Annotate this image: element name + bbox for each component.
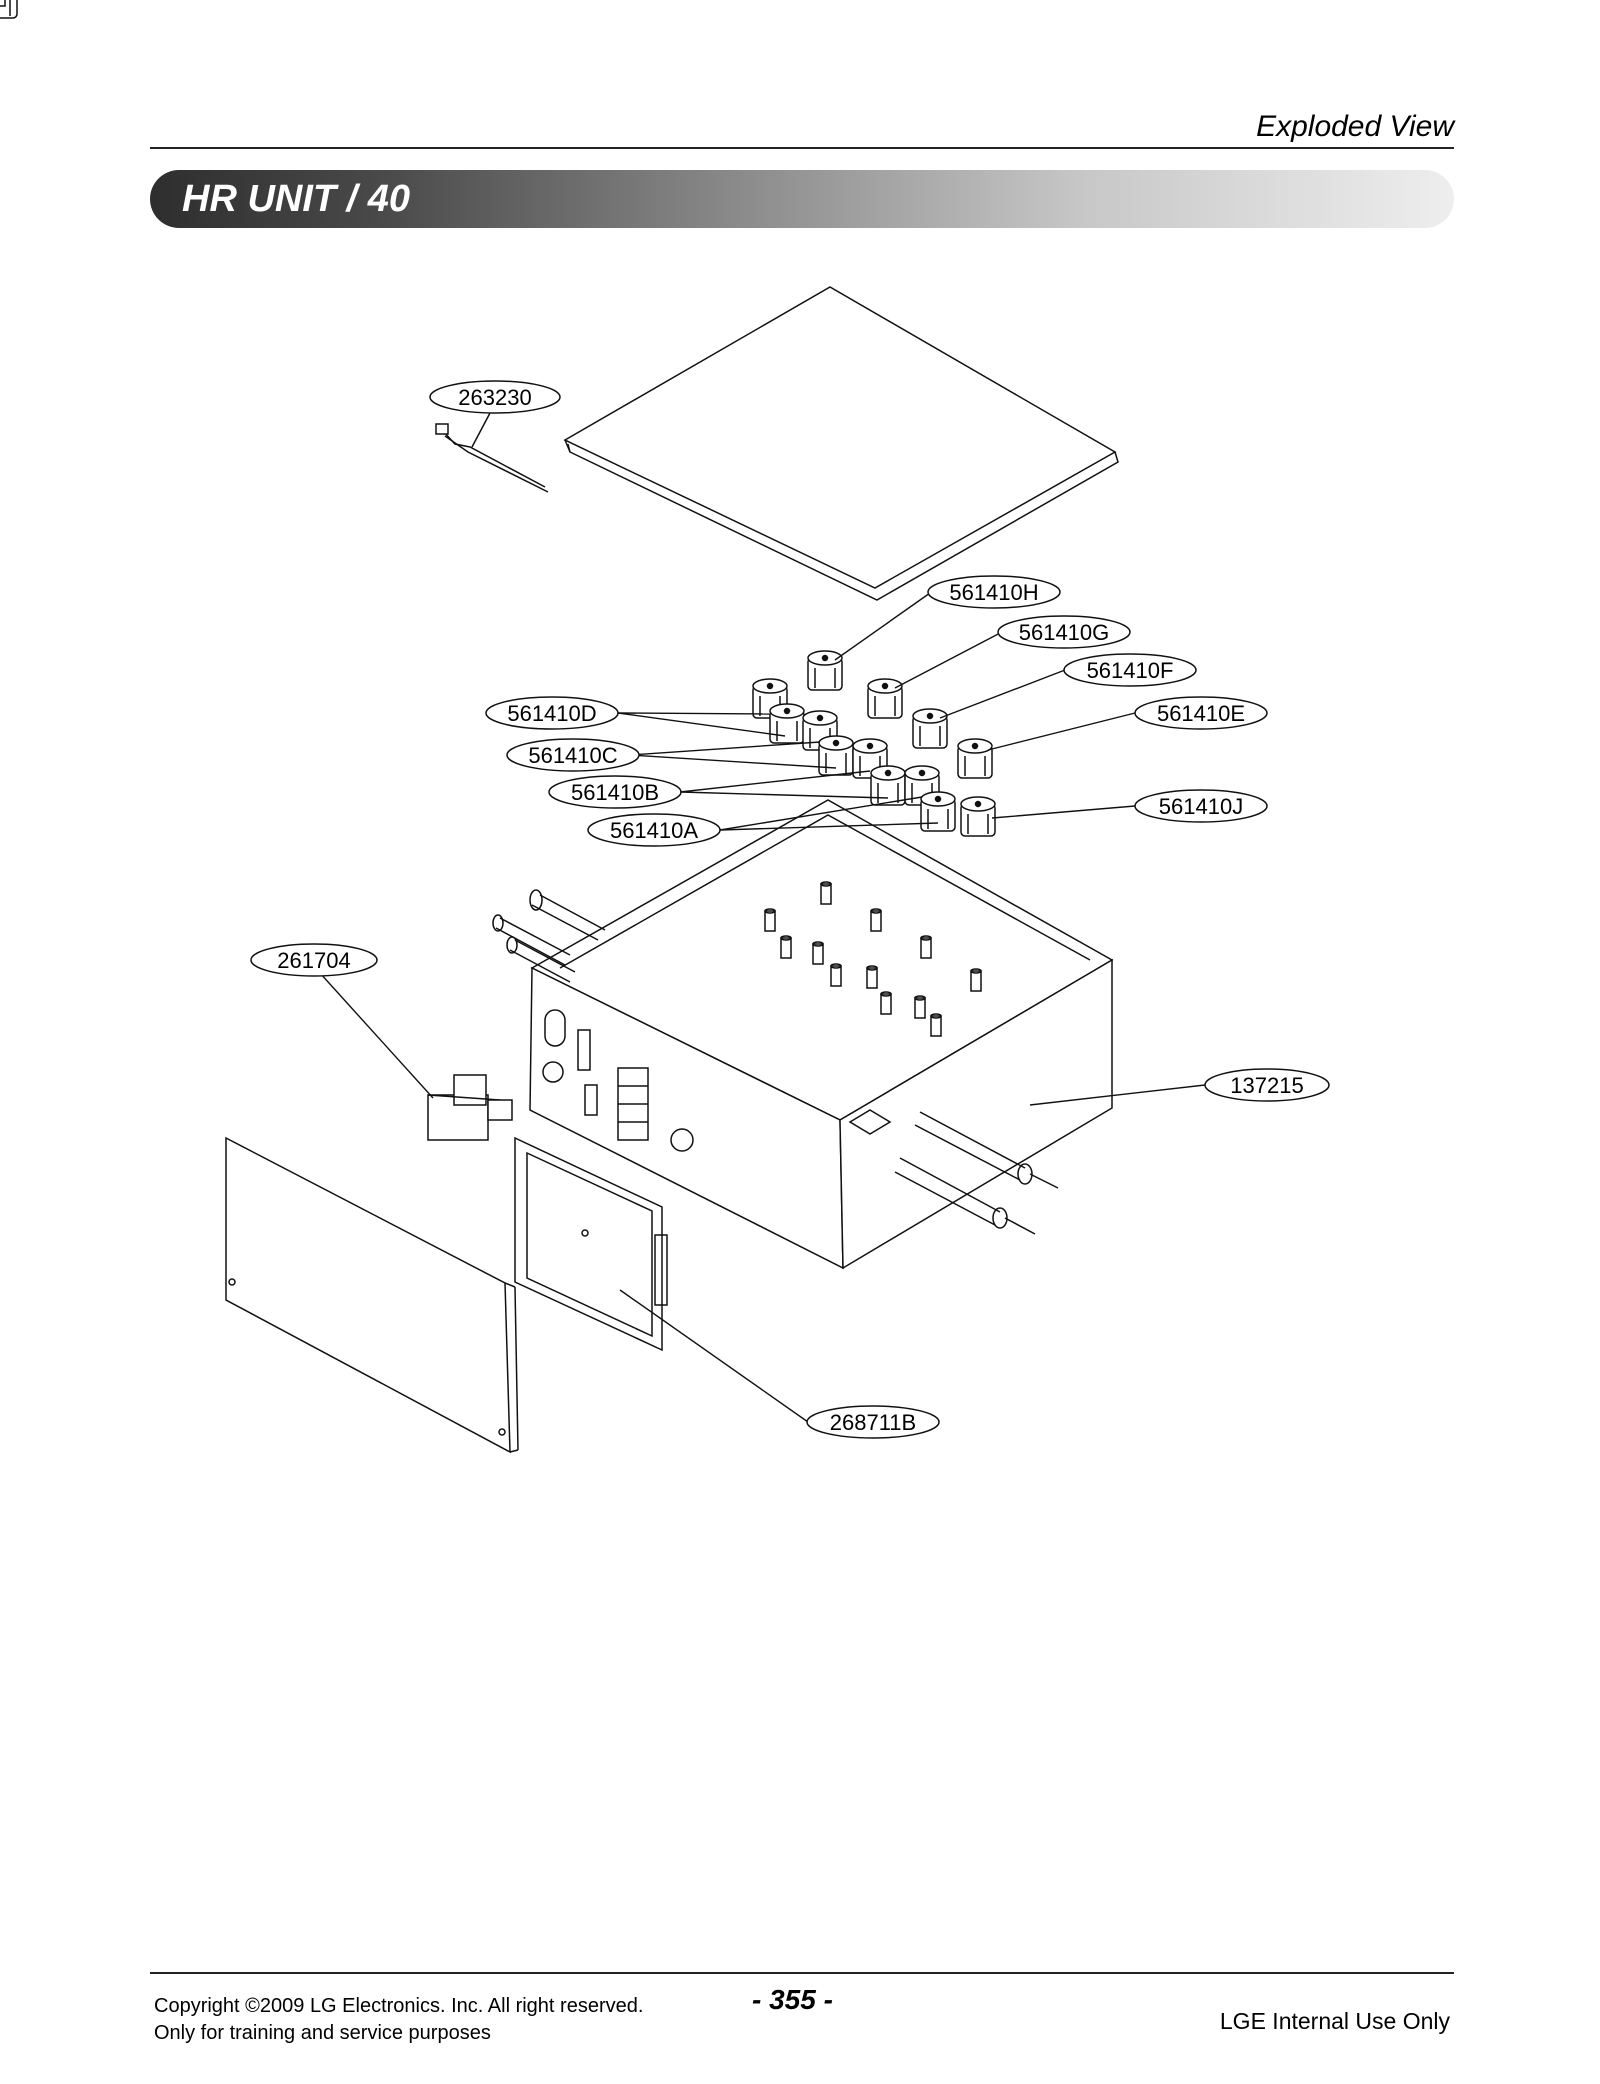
callout-561410J: 561410J	[1134, 789, 1268, 823]
leader-lines	[309, 592, 1206, 1423]
svg-text:261704: 261704	[277, 948, 350, 973]
callout-561410B: 561410B	[548, 775, 682, 809]
purpose-text: Only for training and service purposes	[154, 2022, 491, 2044]
svg-text:268711B: 268711B	[830, 1410, 916, 1435]
copyright-text: Copyright ©2009 LG Electronics. Inc. All…	[154, 1995, 644, 2017]
callout-561410H: 561410H	[927, 575, 1061, 609]
page-number: - 355 -	[752, 1984, 833, 2015]
callout-261704: 261704	[250, 943, 378, 977]
callout-561410A: 561410A	[587, 813, 721, 847]
top-cover	[563, 286, 1119, 601]
footer-divider	[150, 1972, 1454, 1974]
svg-text:561410F: 561410F	[1087, 658, 1174, 683]
svg-text:561410H: 561410H	[949, 580, 1038, 605]
callout-137215: 137215	[1204, 1068, 1330, 1102]
svg-text:561410D: 561410D	[507, 701, 596, 726]
callout-561410E: 561410E	[1134, 696, 1268, 730]
control-box-cover	[514, 1136, 668, 1352]
svg-text:561410C: 561410C	[528, 743, 617, 768]
right-pipes	[848, 1109, 1059, 1235]
footer-left: Copyright ©2009 LG Electronics. Inc. All…	[154, 1993, 643, 2047]
transformer	[427, 1074, 513, 1141]
internal-use-text: LGE Internal Use Only	[1219, 2008, 1450, 2034]
section-title: Exploded View	[1256, 110, 1454, 143]
front-panel	[225, 1136, 519, 1454]
header-divider	[150, 147, 1454, 149]
tube-stubs	[0, 0, 982, 1037]
callout-561410D: 561410D	[485, 696, 619, 730]
svg-text:561410A: 561410A	[610, 818, 698, 843]
svg-text:561410G: 561410G	[1019, 620, 1110, 645]
banner-title: HR UNIT / 40	[182, 178, 411, 220]
title-banner: HR UNIT / 40	[150, 170, 1454, 228]
left-pipes	[492, 889, 606, 983]
callout-561410G: 561410G	[997, 615, 1131, 649]
callout-268711B: 268711B	[806, 1405, 940, 1439]
svg-text:561410J: 561410J	[1159, 794, 1243, 819]
callout-561410F: 561410F	[1063, 653, 1197, 687]
callout-561410C: 561410C	[506, 738, 640, 772]
sensor-wire	[435, 412, 549, 493]
callout-263230: 263230	[429, 380, 561, 414]
svg-text:561410E: 561410E	[1157, 701, 1245, 726]
svg-text:137215: 137215	[1230, 1073, 1303, 1098]
svg-text:263230: 263230	[458, 385, 531, 410]
svg-text:561410B: 561410B	[571, 780, 659, 805]
